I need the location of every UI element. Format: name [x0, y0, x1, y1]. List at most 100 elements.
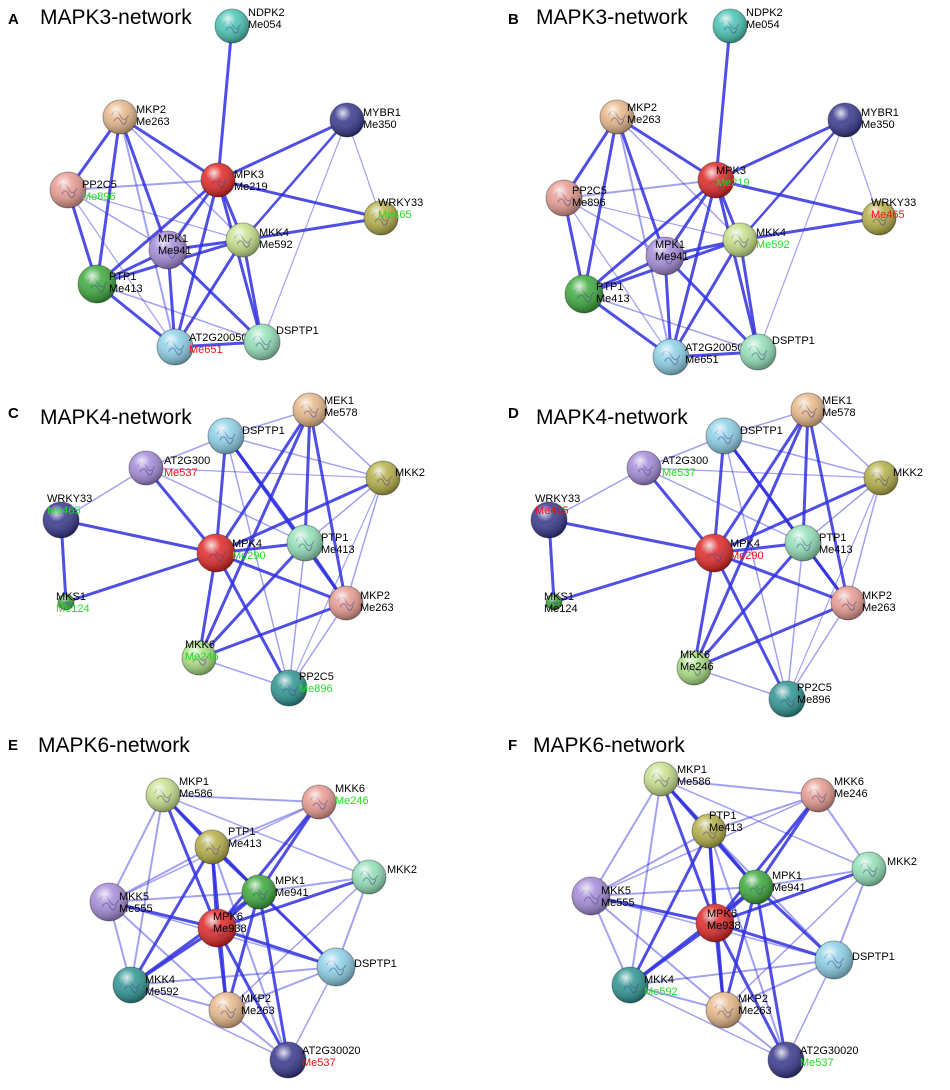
node-name-label: MYBR1 [363, 107, 401, 119]
node-code-label: Me413 [596, 293, 630, 305]
node-name-label: MKP1 [179, 776, 209, 788]
edge-mkk4-at2g [130, 984, 289, 1061]
node-highlight [78, 265, 116, 303]
node-mkk2[interactable]: MKK2 [863, 460, 923, 496]
node-mkk2[interactable]: MKK2 [351, 859, 417, 895]
node-highlight [293, 393, 327, 427]
node-code-label: Me896 [572, 197, 606, 209]
node-name-label: PP2C5 [797, 682, 832, 694]
node-code-label: Me350 [861, 119, 895, 131]
edge-mkk4-at2g [173, 238, 245, 349]
edge-mkk2-pp2c5 [786, 477, 882, 700]
node-name-label: PTP1 [321, 532, 349, 544]
edge-at2g-ptp1 [643, 467, 804, 544]
node-dsptp1[interactable]: DSPTP1 [814, 940, 895, 980]
node-name-label: MPK4 [730, 538, 760, 550]
node-highlight [785, 525, 821, 561]
edge-pp2c5-mkk4 [563, 197, 741, 241]
edge-mpk1-mkk5 [108, 891, 260, 903]
node-dsptp1[interactable]: DSPTP1 [316, 947, 397, 987]
node-code-label: Me124 [56, 603, 90, 615]
edge-mpk6-mkk6 [215, 800, 321, 930]
node-highlight [831, 586, 865, 620]
edge-mpk6-dsptp1 [215, 926, 338, 969]
edge-ptp1-at2g [211, 846, 289, 1061]
node-name-label: NDPK2 [746, 7, 783, 19]
node-dsptp1[interactable]: DSPTP1 [739, 333, 815, 371]
node-mkk2[interactable]: MKK2 [851, 851, 917, 887]
node-name-label: MKK2 [887, 856, 917, 868]
nodes: NDPK2Me054MKP2Me263MYBR1Me350PP2C5Me896M… [545, 7, 916, 376]
node-dsptp1[interactable]: DSPTP1 [705, 417, 783, 455]
node-dsptp1[interactable]: DSPTP1 [243, 323, 319, 361]
node-dsptp1[interactable]: DSPTP1 [207, 417, 285, 455]
edge-dsptp1-mkk4 [130, 966, 337, 986]
panel-b: B MAPK3-network NDPK2Me054MKP2Me263MYBR1… [508, 6, 916, 376]
panel-title: MAPK6-network [38, 734, 190, 757]
node-mkk2[interactable]: MKK2 [365, 460, 425, 496]
node-code-label: Me941 [275, 887, 309, 899]
edge-mpk4-mks1 [64, 551, 218, 604]
edge-mybr1-mkk4 [241, 118, 349, 242]
edge-mkp2-mpk3 [615, 115, 718, 182]
edge-mpk4-pp2c5 [712, 551, 789, 701]
